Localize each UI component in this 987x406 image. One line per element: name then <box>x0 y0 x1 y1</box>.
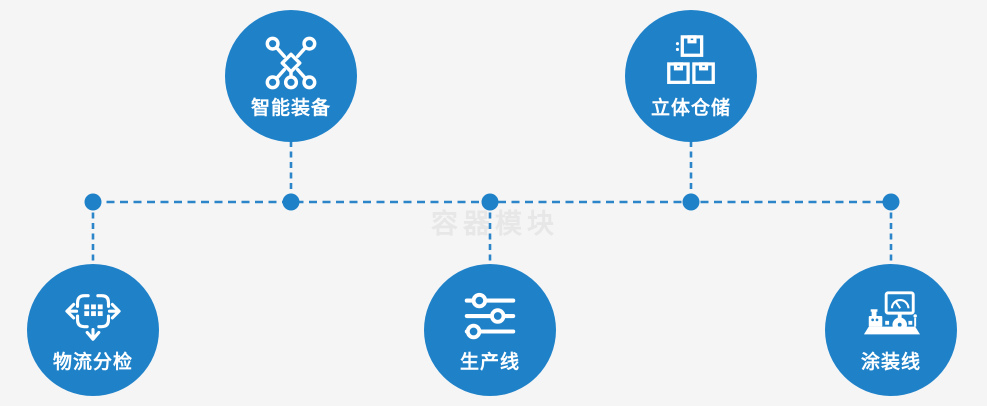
node-production-line: 生产线 <box>424 264 556 396</box>
node-label: 物流分检 <box>52 351 133 373</box>
node-warehouse: 立体仓储 <box>625 10 757 142</box>
node-smart-equipment: 智能装备 <box>225 10 357 142</box>
watermark-text: 容器模块 <box>431 209 559 240</box>
network-nodes-icon <box>265 36 317 90</box>
junction-dot <box>282 193 300 211</box>
node-label: 立体仓储 <box>650 97 731 119</box>
junction-dot <box>84 193 102 211</box>
machine-console-icon <box>863 291 920 335</box>
junction-dot <box>882 193 900 211</box>
sorting-arrows-icon <box>65 294 121 341</box>
junction-dot <box>682 193 700 211</box>
node-label: 涂装线 <box>860 351 921 373</box>
node-label: 生产线 <box>459 351 520 373</box>
sliders-icon <box>464 292 516 340</box>
node-label: 智能装备 <box>250 97 331 119</box>
junction-dot <box>481 193 499 211</box>
node-logistics-sorting: 物流分检 <box>27 264 159 396</box>
node-painting-line: 涂装线 <box>825 264 957 396</box>
stacked-boxes-icon <box>667 35 715 84</box>
